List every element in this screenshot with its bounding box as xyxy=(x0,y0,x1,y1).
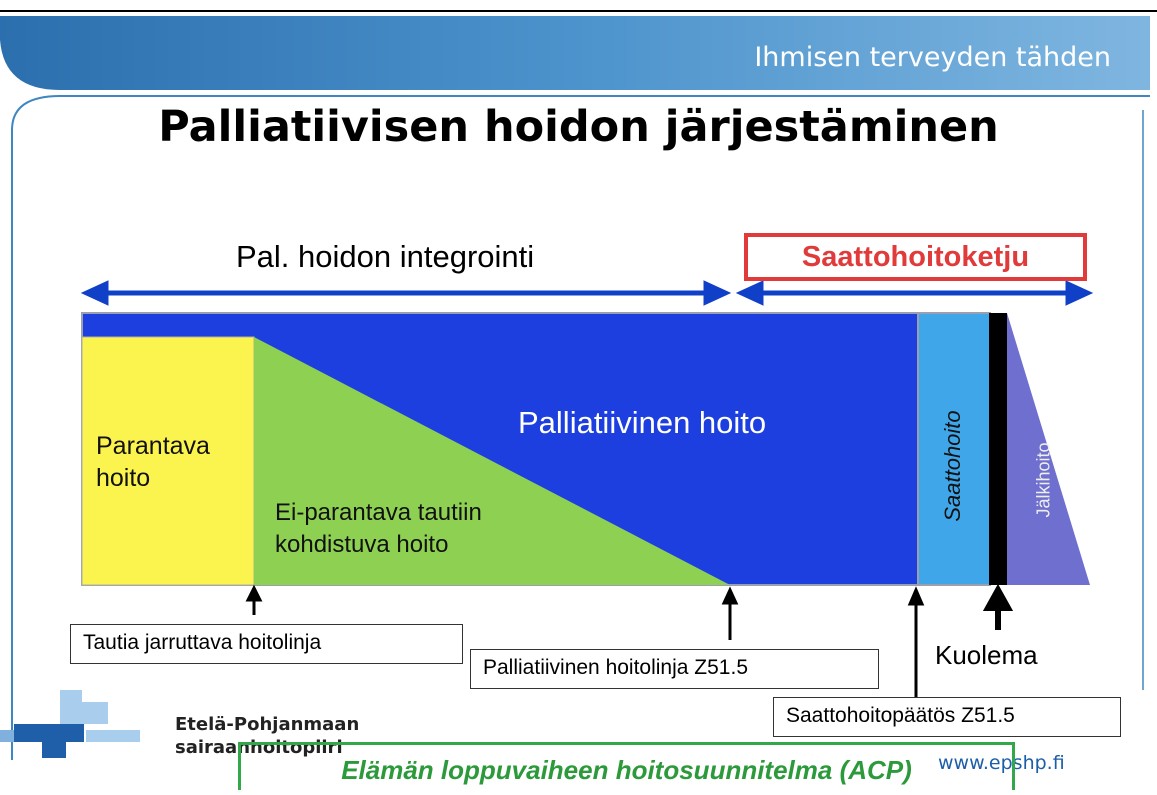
slide-title: Palliatiivisen hoidon järjestäminen xyxy=(158,102,999,152)
top-rule xyxy=(0,10,1157,12)
chain-arrow-right-head xyxy=(1065,280,1094,306)
chain-arrow-left-head xyxy=(735,280,764,306)
hospital-district-logo xyxy=(0,690,140,758)
death-label: Kuolema xyxy=(935,640,1038,670)
content-frame-line xyxy=(11,95,1150,760)
endoflife-label: Saattohoito xyxy=(940,410,965,522)
noncurative-label: Ei-parantava tautiin kohdistuva hoito xyxy=(275,499,482,558)
curative-area xyxy=(81,336,255,586)
integration-arrow-left-head xyxy=(80,280,109,306)
death-bar xyxy=(989,313,1007,585)
header-tagline: Ihmisen terveyden tähden xyxy=(754,42,1111,73)
acp-label-box: Elämän loppuvaiheen hoitosuunnitelma (AC… xyxy=(238,742,1015,790)
integration-label: Pal. hoidon integrointi xyxy=(236,239,535,274)
milestone-box-1: Tautia jarruttava hoitolinja xyxy=(70,624,463,664)
milestone-box-2: Palliatiivinen hoitolinja Z51.5 xyxy=(470,649,879,689)
curative-label: Parantava hoito xyxy=(96,432,210,492)
endoflife-area xyxy=(917,312,991,586)
palliative-label: Palliatiivinen hoito xyxy=(518,405,767,440)
integration-arrow-right-head xyxy=(703,280,732,306)
milestone-box-3: Saattohoitopäätös Z51.5 xyxy=(773,697,1121,737)
aftercare-label: Jälkihoito xyxy=(1033,442,1054,518)
aftercare-area xyxy=(1007,313,1090,585)
chain-label-box: Saattohoitoketju xyxy=(744,233,1087,281)
header-banner xyxy=(0,16,1150,90)
noncurative-area xyxy=(254,337,730,585)
website-link[interactable]: www.epshp.fi xyxy=(938,752,1065,774)
